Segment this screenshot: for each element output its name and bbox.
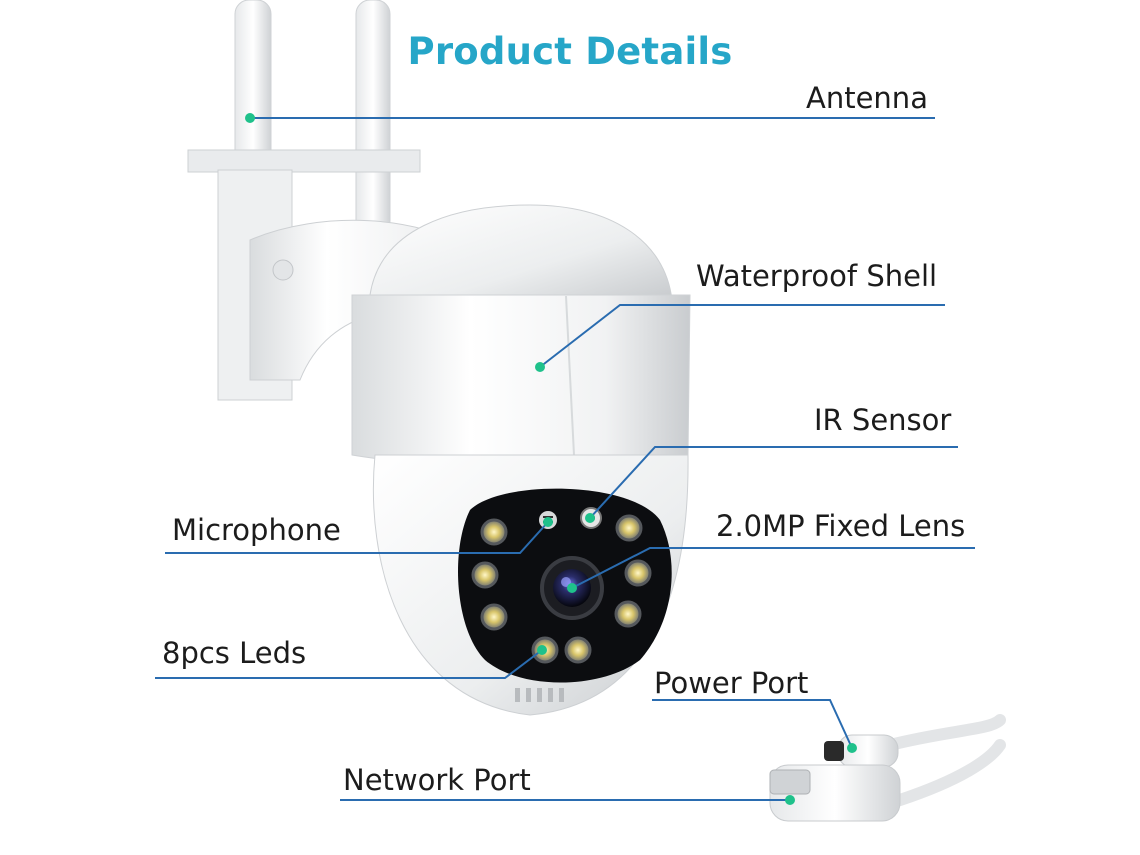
antenna-dot — [245, 113, 255, 123]
label-microphone: Microphone — [172, 513, 341, 547]
speaker-grill-graphic — [515, 688, 564, 702]
upper-cap-graphic — [369, 204, 673, 301]
label-power-port: Power Port — [654, 666, 809, 700]
leds-leader — [155, 649, 543, 679]
power-port-dot — [847, 743, 857, 753]
leader-lines — [155, 117, 975, 801]
anchor-dots — [245, 113, 857, 805]
label-network-port: Network Port — [343, 763, 531, 797]
label-lens: 2.0MP Fixed Lens — [716, 509, 966, 543]
cable-graphic — [769, 714, 1006, 822]
page-title: Product Details — [407, 30, 733, 73]
led-array-graphic — [471, 514, 652, 664]
label-waterproof-shell: Waterproof Shell — [696, 259, 938, 293]
shell-leader — [539, 304, 945, 368]
ir-sensor-leader — [589, 446, 958, 519]
label-antenna: Antenna — [806, 81, 928, 115]
shell-graphic — [351, 294, 691, 467]
label-ir-sensor: IR Sensor — [814, 403, 952, 437]
shell-dot — [535, 362, 545, 372]
leds-dot — [537, 645, 547, 655]
microphone-dot — [543, 517, 553, 527]
ir-sensor-dot — [585, 513, 595, 523]
power-port-leader — [652, 699, 853, 749]
microphone-leader — [165, 521, 549, 554]
network-port-dot — [785, 795, 795, 805]
lens-dot — [567, 583, 577, 593]
lens-leader — [571, 547, 975, 589]
label-leds: 8pcs Leds — [162, 636, 307, 670]
